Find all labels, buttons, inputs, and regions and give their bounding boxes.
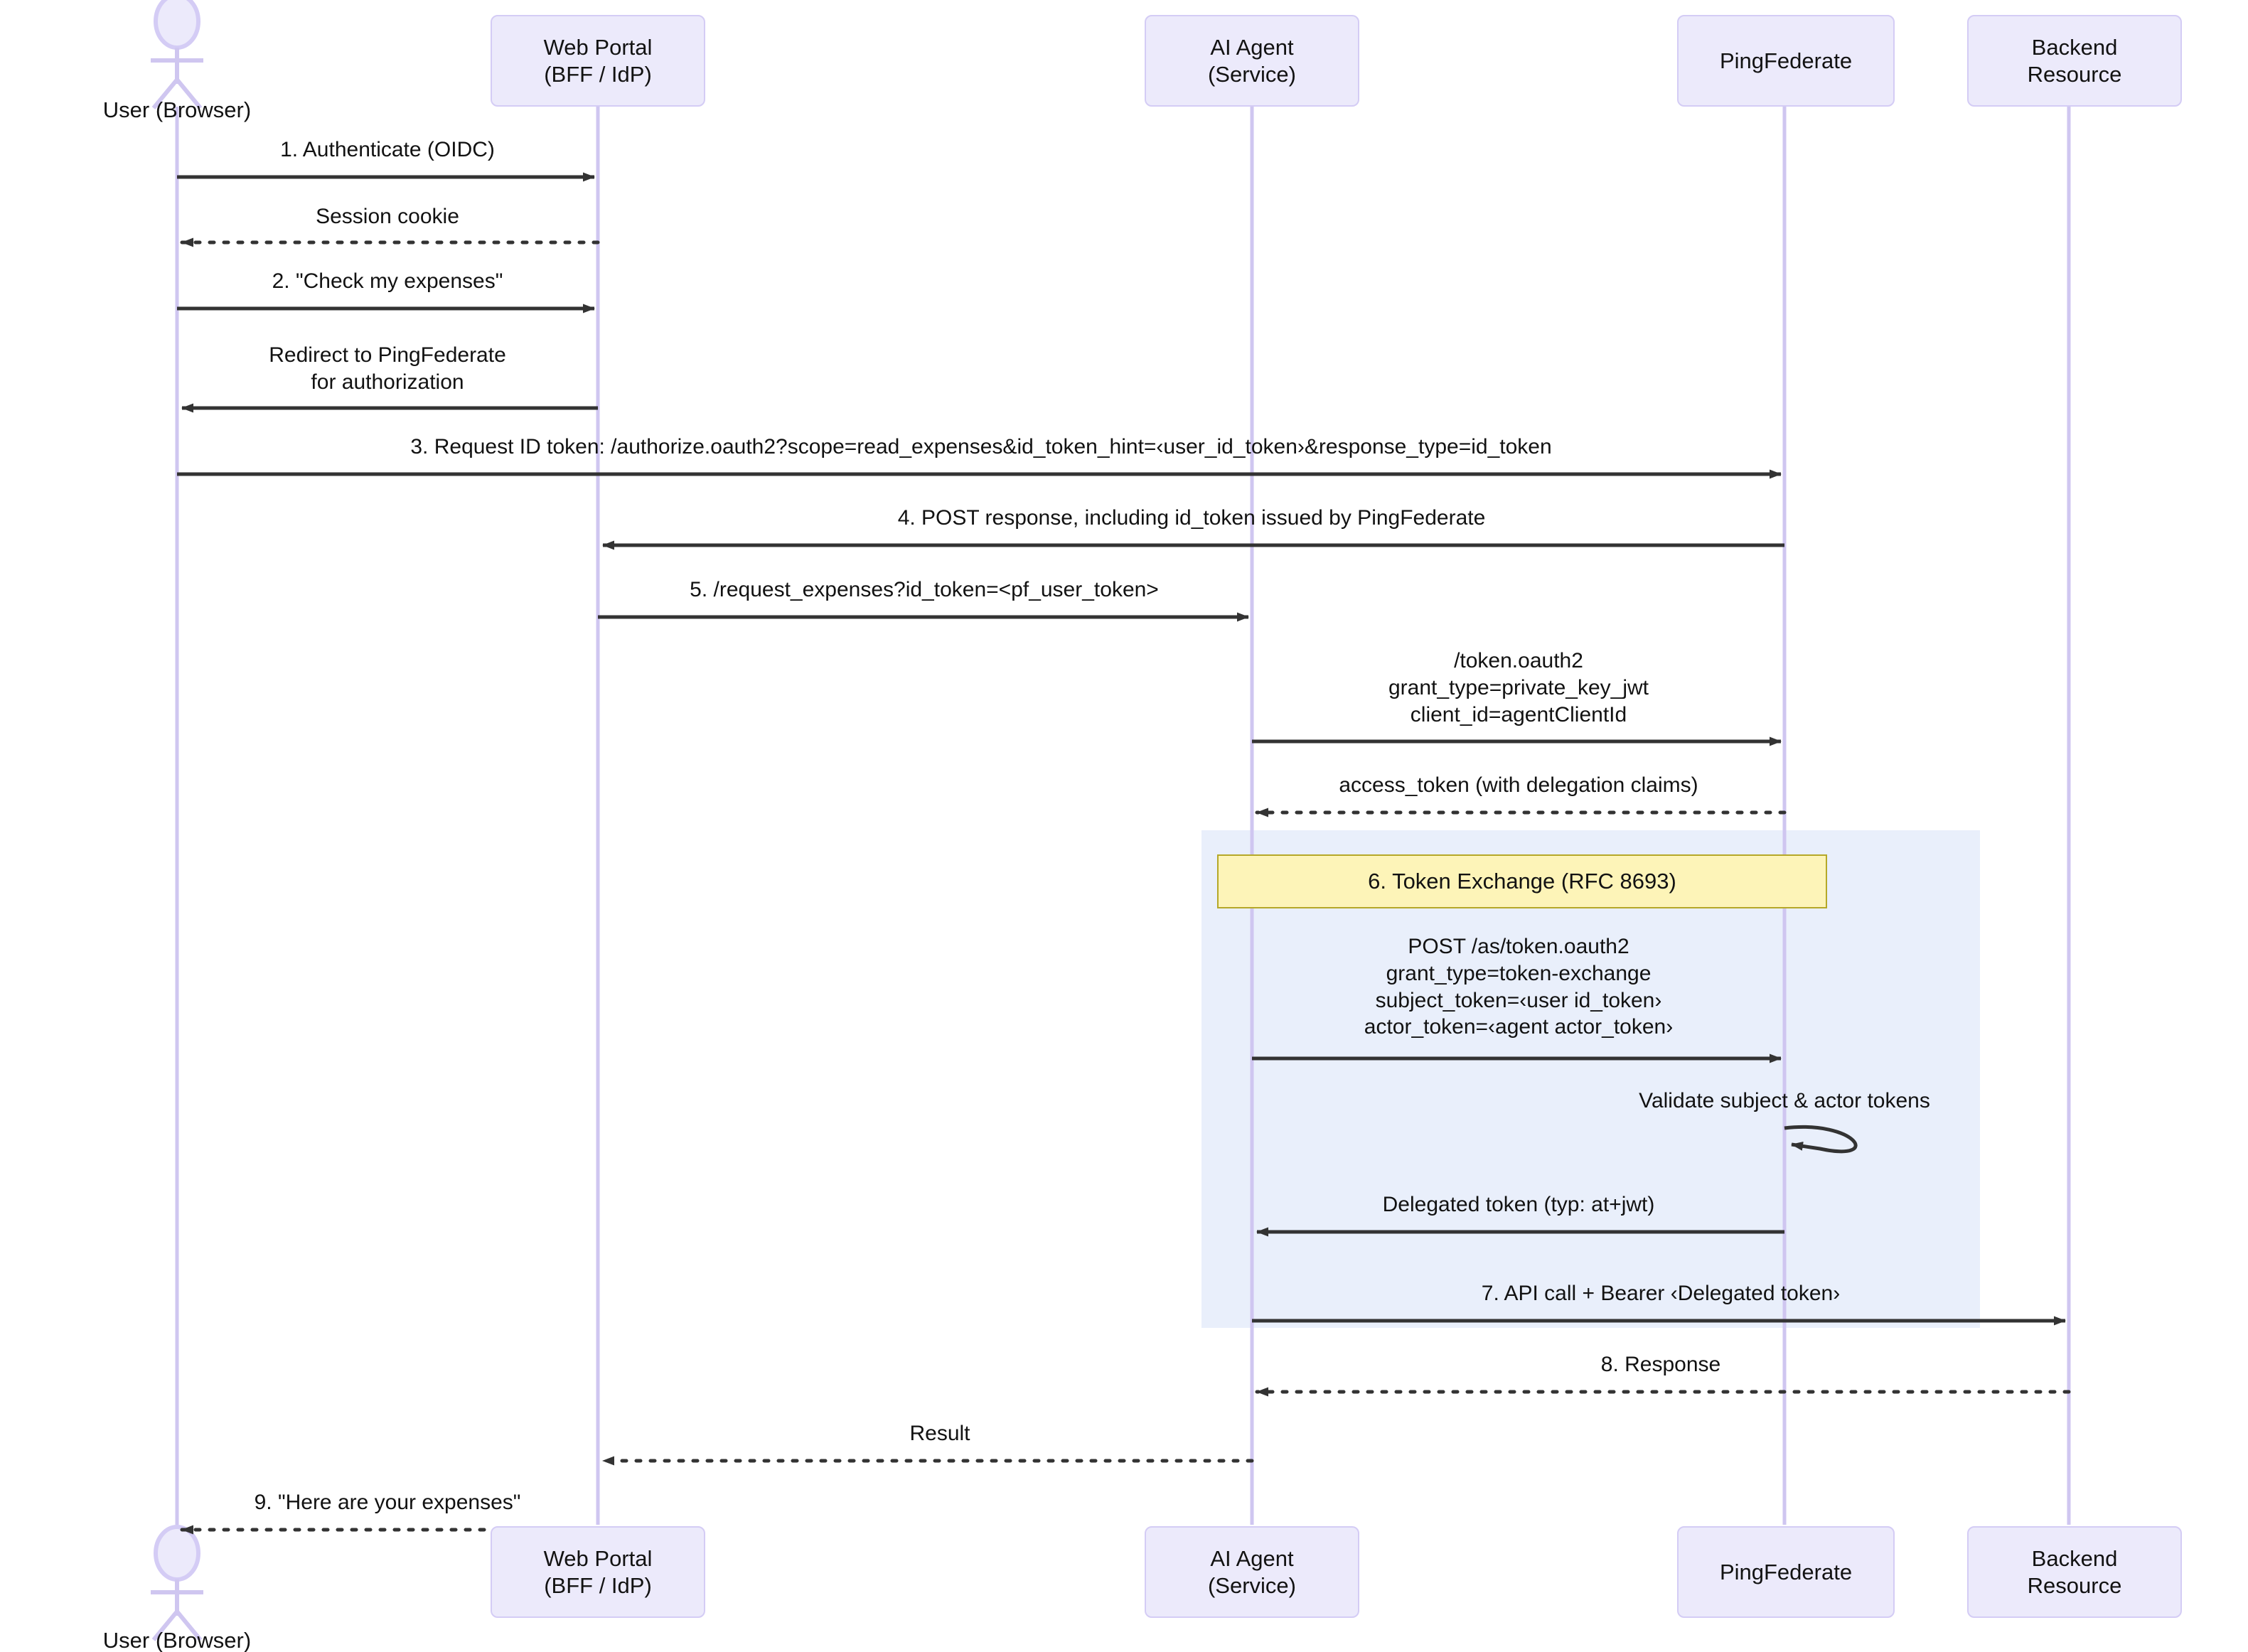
participant-label-user-bottom: User (Browser) bbox=[102, 1628, 252, 1652]
message-label-7: 5. /request_expenses?id_token=<pf_user_t… bbox=[690, 578, 1159, 601]
message-label-6: 4. POST response, including id_token iss… bbox=[897, 506, 1486, 530]
token-exchange-note: 6. Token Exchange (RFC 8693) bbox=[1217, 854, 1827, 908]
participant-box-pingfederate-top[interactable]: PingFederate bbox=[1677, 15, 1895, 107]
message-label-4: Redirect to PingFederate for authorizati… bbox=[269, 343, 506, 394]
message-label-5: 3. Request ID token: /authorize.oauth2?s… bbox=[410, 435, 1552, 458]
message-label-13: 7. API call + Bearer ‹Delegated token› bbox=[1481, 1282, 1841, 1305]
message-label-14: 8. Response bbox=[1600, 1353, 1721, 1376]
participant-box-backend-bottom[interactable]: Backend Resource bbox=[1967, 1526, 2182, 1618]
token-exchange-block bbox=[1201, 830, 1980, 1328]
participant-box-portal-top[interactable]: Web Portal (BFF / IdP) bbox=[491, 15, 705, 107]
message-label-16: 9. "Here are your expenses" bbox=[254, 1491, 521, 1514]
participant-box-pingfederate-bottom[interactable]: PingFederate bbox=[1677, 1526, 1895, 1618]
participant-box-agent-bottom[interactable]: AI Agent (Service) bbox=[1145, 1526, 1359, 1618]
participant-label-user-top: User (Browser) bbox=[102, 97, 252, 122]
participant-box-backend-top[interactable]: Backend Resource bbox=[1967, 15, 2182, 107]
participant-box-portal-bottom[interactable]: Web Portal (BFF / IdP) bbox=[491, 1526, 705, 1618]
message-label-3: 2. "Check my expenses" bbox=[272, 269, 503, 293]
message-label-1: 1. Authenticate (OIDC) bbox=[280, 138, 495, 161]
message-label-11: Validate subject & actor tokens bbox=[1639, 1089, 1930, 1112]
message-label-8: /token.oauth2 grant_type=private_key_jwt… bbox=[1388, 649, 1649, 726]
message-label-9: access_token (with delegation claims) bbox=[1339, 773, 1698, 797]
message-label-12: Delegated token (typ: at+jwt) bbox=[1382, 1193, 1655, 1216]
participant-box-agent-top[interactable]: AI Agent (Service) bbox=[1145, 15, 1359, 107]
message-label-15: Result bbox=[909, 1422, 970, 1445]
message-label-10: POST /as/token.oauth2 grant_type=token-e… bbox=[1364, 935, 1674, 1039]
message-label-2: Session cookie bbox=[316, 205, 459, 228]
